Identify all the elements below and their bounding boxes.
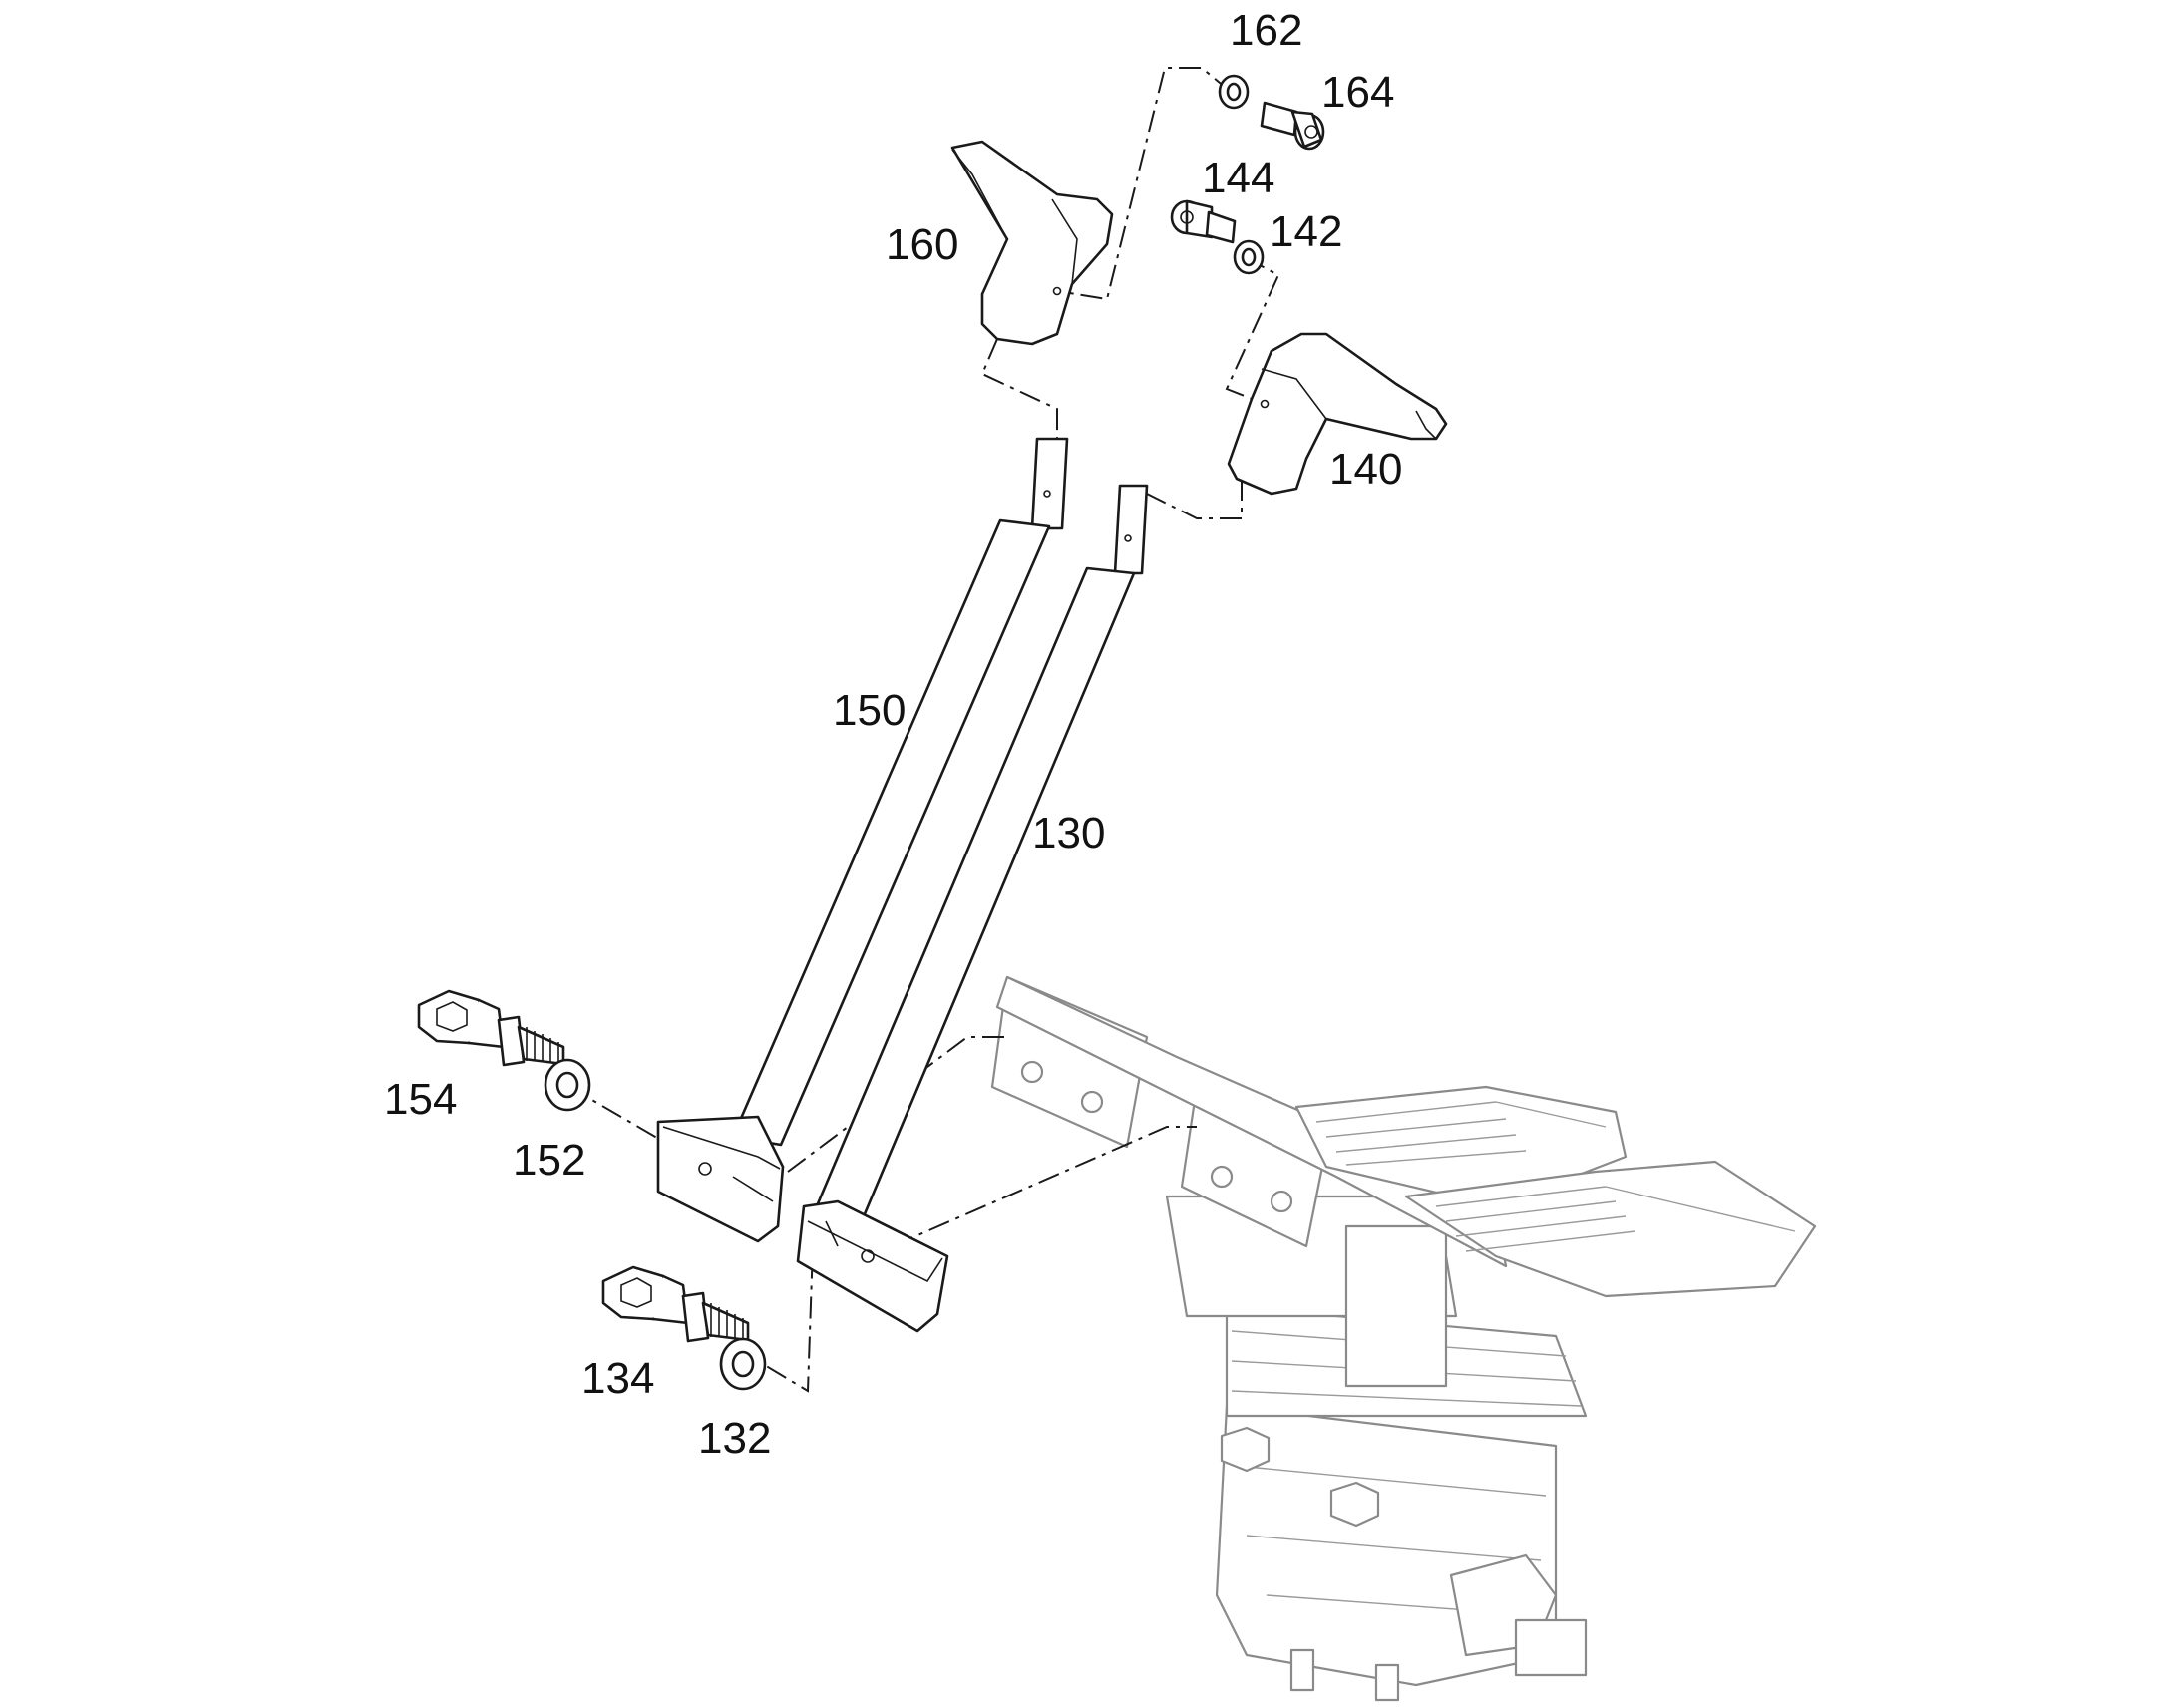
rod-150	[656, 437, 1069, 1243]
label-130: 130	[1032, 809, 1105, 857]
label-140: 140	[1329, 445, 1402, 494]
label-160: 160	[886, 220, 958, 269]
knob-140	[1227, 332, 1448, 496]
callout-labels: 162 164 144 142 160 140 150 130 154 152 …	[384, 6, 1402, 1463]
label-152: 152	[513, 1136, 585, 1185]
washer-132	[719, 1337, 767, 1391]
label-144: 144	[1202, 154, 1274, 202]
label-164: 164	[1321, 68, 1394, 117]
screw-134	[601, 1265, 750, 1343]
knob-160	[950, 140, 1114, 346]
label-142: 142	[1270, 207, 1342, 256]
label-150: 150	[833, 686, 906, 735]
screw-164	[1260, 101, 1325, 151]
pedal-valve-assembly	[990, 975, 1817, 1702]
label-162: 162	[1230, 6, 1302, 55]
screw-154	[417, 989, 565, 1067]
label-134: 134	[581, 1354, 654, 1403]
label-154: 154	[384, 1075, 457, 1124]
washer-152	[544, 1058, 591, 1112]
washer-142	[1233, 239, 1265, 275]
label-132: 132	[698, 1414, 771, 1463]
washer-162	[1218, 74, 1250, 110]
screw-144	[1170, 199, 1237, 244]
rod-130	[796, 484, 1149, 1333]
